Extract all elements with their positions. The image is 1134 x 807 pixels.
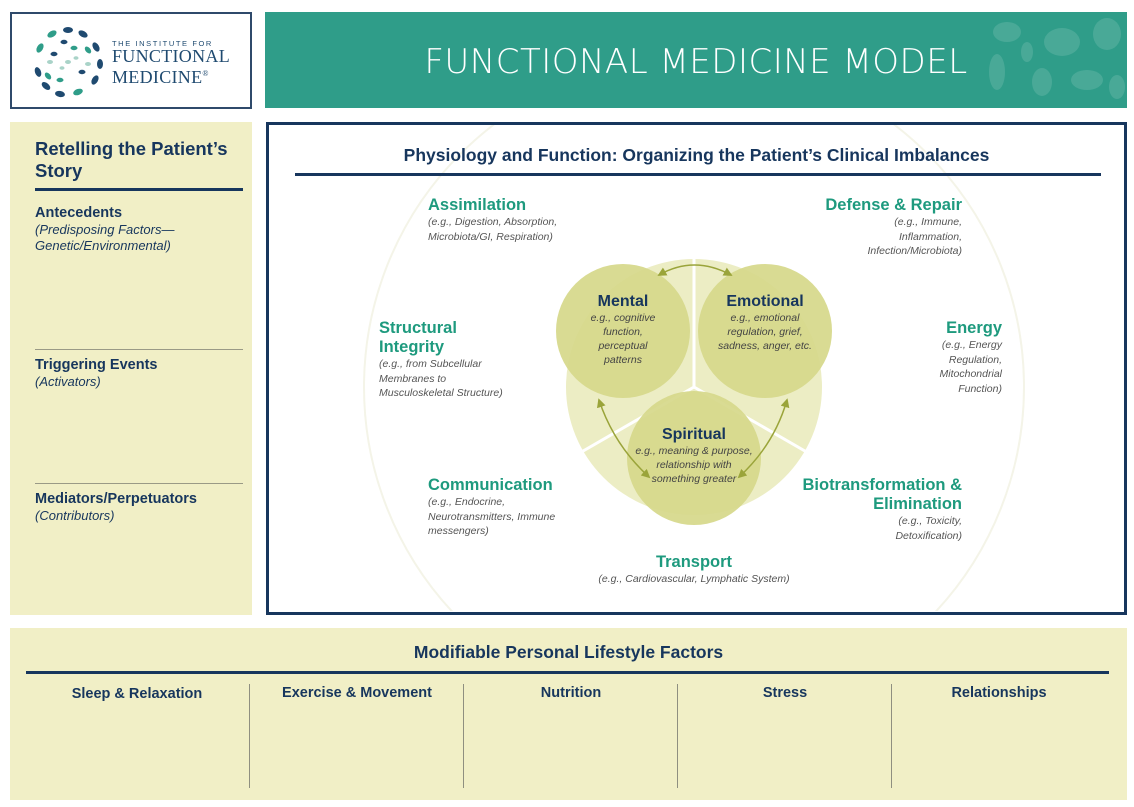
page-title: FUNCTIONAL MEDICINE MODEL	[424, 42, 968, 82]
factor-label: Relationships	[951, 685, 1047, 701]
factor-divider	[463, 684, 464, 788]
factor-label: Stress	[762, 685, 808, 701]
story-divider	[35, 483, 243, 484]
system-heading: Communication	[428, 476, 553, 494]
lifestyle-factors-panel: Modifiable Personal Lifestyle Factors Sl…	[10, 628, 1127, 800]
logo-line-2: FUNCTIONAL	[112, 46, 230, 66]
logo: THE INSTITUTE FOR FUNCTIONAL MEDICINE®	[10, 12, 252, 109]
factor-divider	[677, 684, 678, 788]
core-heading: Spiritual	[661, 426, 726, 443]
system-heading: Defense & Repair	[825, 196, 962, 214]
story-item-heading: Mediators/Perpetuators	[35, 491, 197, 507]
outer-faint-circle	[363, 125, 1025, 611]
system-heading: Energy	[946, 319, 1002, 337]
core-detail: e.g., meaning & purpose, relationship wi…	[635, 445, 753, 485]
system-detail: (e.g., Immune, Inflammation, Infection/M…	[867, 216, 962, 257]
core-diagram	[363, 125, 1025, 611]
core-mental: Mental e.g., cognitive function, percept…	[563, 292, 683, 367]
physiology-title: Physiology and Function: Organizing the …	[403, 145, 990, 165]
system-transport: Transport (e.g., Cardiovascular, Lymphat…	[549, 553, 839, 587]
system-assimilation: Assimilation (e.g., Digestion, Absorptio…	[428, 196, 598, 244]
story-item-subtitle: (Predisposing Factors— Genetic/Environme…	[35, 222, 175, 253]
story-item-heading: Triggering Events	[35, 357, 158, 373]
arrow-mental-spiritual	[597, 398, 651, 479]
header-banner: FUNCTIONAL MEDICINE MODEL	[265, 12, 1127, 108]
story-item-subtitle: (Contributors)	[35, 508, 115, 523]
core-emotional: Emotional e.g., emotional regulation, gr…	[703, 292, 827, 353]
lifestyle-title: Modifiable Personal Lifestyle Factors	[413, 642, 724, 662]
story-item-heading: Antecedents	[35, 205, 123, 221]
emotional-circle	[698, 264, 832, 398]
core-heading: Emotional	[726, 293, 804, 310]
factor-exercise-movement: Exercise & Movement	[250, 674, 464, 792]
factor-divider	[249, 684, 250, 788]
logo-line-3-text: MEDICINE	[112, 67, 203, 87]
core-spiritual: Spiritual e.g., meaning & purpose, relat…	[629, 425, 759, 486]
system-biotransformation: Biotransformation & Elimination (e.g., T…	[802, 476, 962, 543]
arrow-emotional-spiritual	[737, 398, 790, 479]
core-detail: e.g., emotional regulation, grief, sadne…	[718, 312, 812, 352]
system-heading: Biotransformation & Elimination	[802, 476, 962, 513]
arrow-mental-emotional	[657, 264, 733, 276]
physiology-function-frame: Physiology and Function: Organizing the …	[266, 122, 1127, 615]
factor-nutrition: Nutrition	[464, 674, 678, 792]
core-heading: Mental	[597, 293, 649, 310]
story-item-triggering-events: Triggering Events (Activators)	[35, 357, 245, 390]
system-structural-integrity: Structural Integrity (e.g., from Subcell…	[379, 319, 509, 401]
factor-divider	[891, 684, 892, 788]
factor-relationships: Relationships	[892, 674, 1106, 792]
registered-mark: ®	[202, 69, 209, 78]
system-detail: (e.g., Energy Regulation, Mitochondrial …	[939, 339, 1002, 395]
system-defense-repair: Defense & Repair (e.g., Immune, Inflamma…	[809, 196, 962, 259]
story-item-subtitle: (Activators)	[35, 374, 101, 389]
system-heading: Assimilation	[428, 196, 527, 214]
system-heading: Transport	[655, 553, 733, 571]
logo-wordmark: THE INSTITUTE FOR FUNCTIONAL MEDICINE®	[112, 39, 230, 86]
logo-line-3: MEDICINE®	[112, 65, 230, 86]
spiritual-circle	[627, 391, 761, 525]
story-item-antecedents: Antecedents (Predisposing Factors— Genet…	[35, 205, 245, 254]
factor-label: Exercise & Movement	[282, 685, 432, 701]
story-title: Retelling the Patient’s Story	[35, 138, 228, 181]
system-energy: Energy (e.g., Energy Regulation, Mitocho…	[917, 319, 1002, 396]
dotted-circle-logo-icon	[34, 27, 103, 98]
system-detail: (e.g., Digestion, Absorption, Microbiota…	[428, 216, 558, 243]
system-detail: (e.g., from Subcellular Membranes to Mus…	[379, 358, 503, 399]
patient-story-panel: Retelling the Patient’s Story Antecedent…	[10, 122, 252, 615]
physiology-title-rule	[295, 173, 1101, 176]
logo-line-1: THE INSTITUTE FOR	[112, 39, 213, 48]
system-heading: Structural Integrity	[379, 319, 457, 356]
system-detail: (e.g., Toxicity, Detoxification)	[895, 515, 962, 542]
system-detail: (e.g., Cardiovascular, Lymphatic System)	[598, 573, 790, 585]
story-title-rule	[35, 188, 243, 191]
system-communication: Communication (e.g., Endocrine, Neurotra…	[428, 476, 588, 539]
factor-label: Nutrition	[540, 685, 602, 701]
story-item-mediators: Mediators/Perpetuators (Contributors)	[35, 491, 245, 524]
system-detail: (e.g., Endocrine, Neurotransmitters, Imm…	[428, 496, 556, 537]
mental-circle	[556, 264, 690, 398]
lifestyle-title-rule	[26, 671, 1109, 674]
factor-label: Sleep & Relaxation	[71, 686, 203, 702]
story-divider	[35, 349, 243, 350]
core-detail: e.g., cognitive function, perceptual pat…	[590, 312, 656, 366]
banner-pattern-icon	[989, 18, 1125, 99]
factor-sleep-relaxation: Sleep & Relaxation	[30, 674, 244, 792]
factor-stress: Stress	[678, 674, 892, 792]
